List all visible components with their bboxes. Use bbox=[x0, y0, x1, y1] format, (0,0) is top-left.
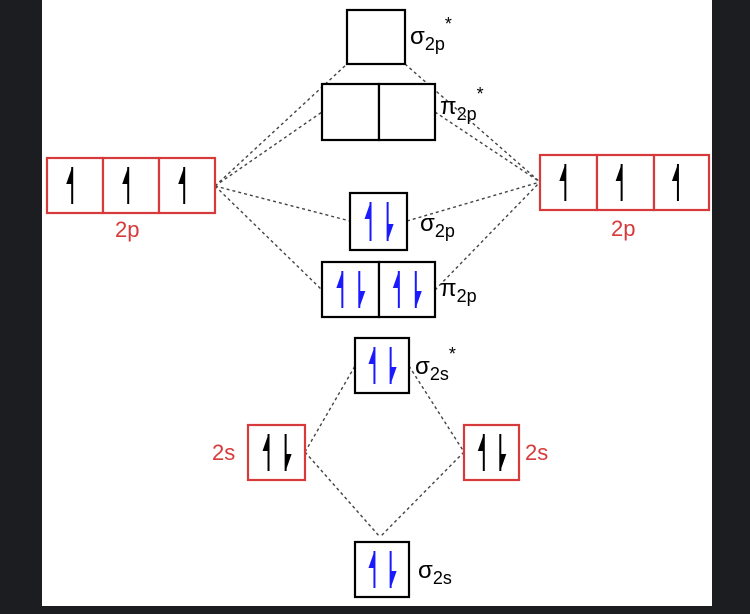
electron-up-arrow-icon bbox=[122, 167, 130, 204]
left-2p-box-3 bbox=[157, 156, 217, 215]
pi-2p-arrows bbox=[336, 271, 422, 308]
right-2p-box-2 bbox=[595, 153, 656, 212]
electron-up-arrow-icon bbox=[66, 167, 74, 204]
electron-up-arrow-icon bbox=[364, 202, 372, 241]
pi-2p-box-1 bbox=[320, 260, 381, 319]
sigma-2p-box bbox=[348, 191, 409, 252]
sigma-2p-label: σ2p bbox=[420, 210, 455, 241]
electron-down-arrow-icon bbox=[414, 271, 422, 308]
left-2p-label: 2p bbox=[115, 217, 139, 242]
sigma-2s-label: σ2s bbox=[418, 557, 452, 588]
right-2p-box-3 bbox=[652, 153, 711, 212]
connector-left2s-sigma2s bbox=[304, 451, 381, 538]
left-2p-box-2 bbox=[101, 156, 161, 215]
connector-right2p-pi2p bbox=[434, 181, 541, 291]
pi-2p-star-label: π2p* bbox=[440, 84, 484, 124]
connector-left2p-pi2pstar bbox=[214, 111, 323, 187]
electron-down-arrow-icon bbox=[284, 434, 292, 471]
pi-2p-star-box-1 bbox=[320, 82, 381, 142]
right-2s-label: 2s bbox=[525, 440, 548, 465]
electron-up-arrow-icon bbox=[559, 164, 567, 201]
sigma-2s-box bbox=[353, 540, 411, 599]
sigma-2p-arrows bbox=[364, 202, 394, 241]
left-2s-label: 2s bbox=[212, 440, 235, 465]
electron-down-arrow-icon bbox=[389, 347, 397, 384]
sigma-2p-star-label: σ2p* bbox=[410, 14, 452, 54]
sigma-2s-arrows bbox=[368, 551, 397, 588]
connector-right2s-sigma2s bbox=[379, 451, 465, 538]
right-2s-orbital: 2s bbox=[462, 423, 548, 482]
electron-down-arrow-icon bbox=[389, 551, 397, 588]
connector-right2s-sigma2sstar bbox=[408, 365, 465, 453]
sigma-2p-star-box bbox=[345, 8, 407, 66]
sigma-2s-star-label: σ2s* bbox=[415, 344, 456, 384]
connector-left2s-sigma2sstar bbox=[304, 365, 356, 453]
sigma-2s-star-box bbox=[353, 336, 411, 395]
connector-right2p-sigma2p bbox=[406, 181, 541, 222]
right-2s-box bbox=[462, 423, 521, 482]
electron-up-arrow-icon bbox=[392, 271, 400, 308]
right-2p-box-1 bbox=[538, 153, 599, 212]
electron-up-arrow-icon bbox=[671, 164, 679, 201]
left-2s-arrows bbox=[262, 434, 292, 471]
pi-2p-label: π2p bbox=[440, 275, 477, 306]
right-2p-orbital: 2p bbox=[538, 153, 711, 241]
sigma-2s-orbital: σ2s bbox=[353, 540, 452, 599]
connector-left2p-pi2p bbox=[214, 185, 323, 291]
sigma-2p-star-orbital: σ2p* bbox=[345, 8, 452, 66]
connector-left2p-sigma2p bbox=[214, 185, 351, 222]
right-2p-arrows bbox=[559, 164, 679, 201]
electron-up-arrow-icon bbox=[477, 434, 485, 471]
pi-2p-star-box-2 bbox=[377, 82, 437, 142]
electron-down-arrow-icon bbox=[358, 271, 366, 308]
electron-up-arrow-icon bbox=[615, 164, 623, 201]
electron-down-arrow-icon bbox=[386, 202, 394, 241]
sigma-2s-star-orbital: σ2s* bbox=[353, 336, 456, 395]
correlation-lines bbox=[214, 63, 541, 538]
electron-down-arrow-icon bbox=[499, 434, 507, 471]
pi-2p-orbital: π2p bbox=[320, 260, 477, 319]
pi-2p-star-orbital: π2p* bbox=[320, 82, 484, 142]
sigma-2p-orbital: σ2p bbox=[348, 191, 455, 252]
sigma-2s-star-arrows bbox=[368, 347, 397, 384]
left-2p-arrows bbox=[66, 167, 186, 204]
left-2p-orbital: 2p bbox=[45, 156, 217, 242]
electron-up-arrow-icon bbox=[368, 551, 376, 588]
electron-up-arrow-icon bbox=[336, 271, 344, 308]
electron-up-arrow-icon bbox=[178, 167, 186, 204]
electron-up-arrow-icon bbox=[368, 347, 376, 384]
left-2p-box-1 bbox=[45, 156, 105, 215]
left-2s-orbital: 2s bbox=[212, 423, 307, 482]
right-2p-label: 2p bbox=[611, 216, 635, 241]
electron-up-arrow-icon bbox=[262, 434, 270, 471]
pi-2p-box-2 bbox=[377, 260, 437, 319]
left-2s-box bbox=[246, 423, 307, 482]
right-2s-arrows bbox=[477, 434, 507, 471]
